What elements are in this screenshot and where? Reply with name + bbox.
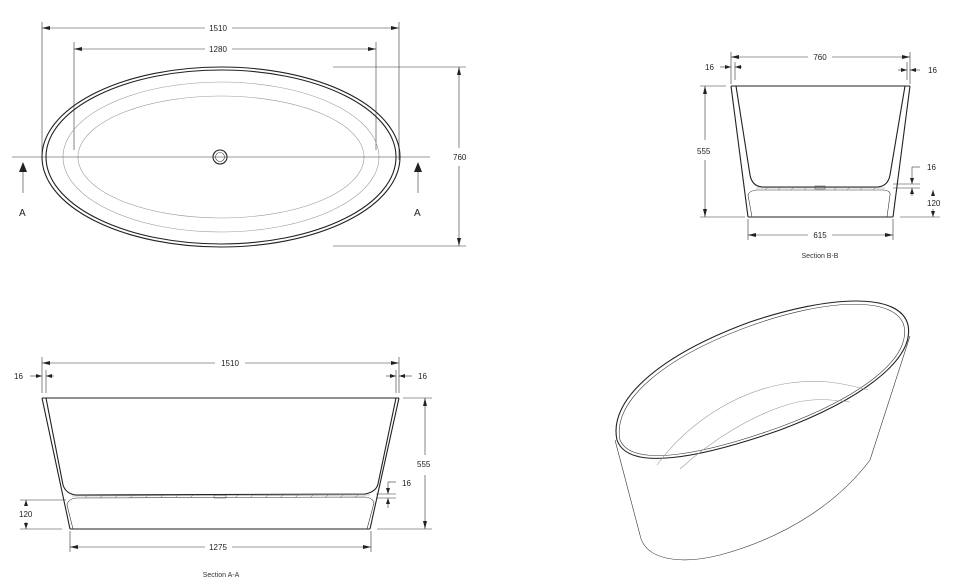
dim-inner-length: 1280 <box>209 45 227 54</box>
bb-dim-base-width: 615 <box>813 231 827 240</box>
bb-dim-floor-thickness: 16 <box>927 163 936 172</box>
section-marker-right: A <box>414 208 421 219</box>
bb-dim-top-width: 760 <box>813 53 827 62</box>
section-bb-view: 760 16 16 555 <box>697 52 941 260</box>
aa-dim-base-height: 120 <box>19 510 33 519</box>
dim-overall-width: 760 <box>453 153 467 162</box>
section-aa-view: 1510 16 16 <box>14 357 432 579</box>
aa-dim-wall-right: 16 <box>418 372 427 381</box>
section-aa-caption: Section A-A <box>203 572 240 579</box>
aa-dim-base-length: 1275 <box>209 543 227 552</box>
section-arrow-right-icon <box>414 162 422 172</box>
isometric-bathtub-view <box>614 300 911 561</box>
bb-dim-base-height: 120 <box>927 199 941 208</box>
aa-dim-top-length: 1510 <box>221 359 239 368</box>
bb-dim-height: 555 <box>697 147 711 156</box>
bb-dim-wall-right: 16 <box>928 66 937 75</box>
aa-dim-height: 555 <box>417 460 431 469</box>
top-view: 1510 1280 A A 760 <box>12 22 467 248</box>
dim-overall-length: 1510 <box>209 24 227 33</box>
aa-dim-wall-left: 16 <box>14 372 23 381</box>
aa-dim-floor-thickness: 16 <box>402 479 411 488</box>
section-marker-left: A <box>19 208 26 219</box>
bb-dim-wall-left: 16 <box>705 63 714 72</box>
section-arrow-left-icon <box>19 162 27 172</box>
section-bb-caption: Section B-B <box>802 253 839 260</box>
